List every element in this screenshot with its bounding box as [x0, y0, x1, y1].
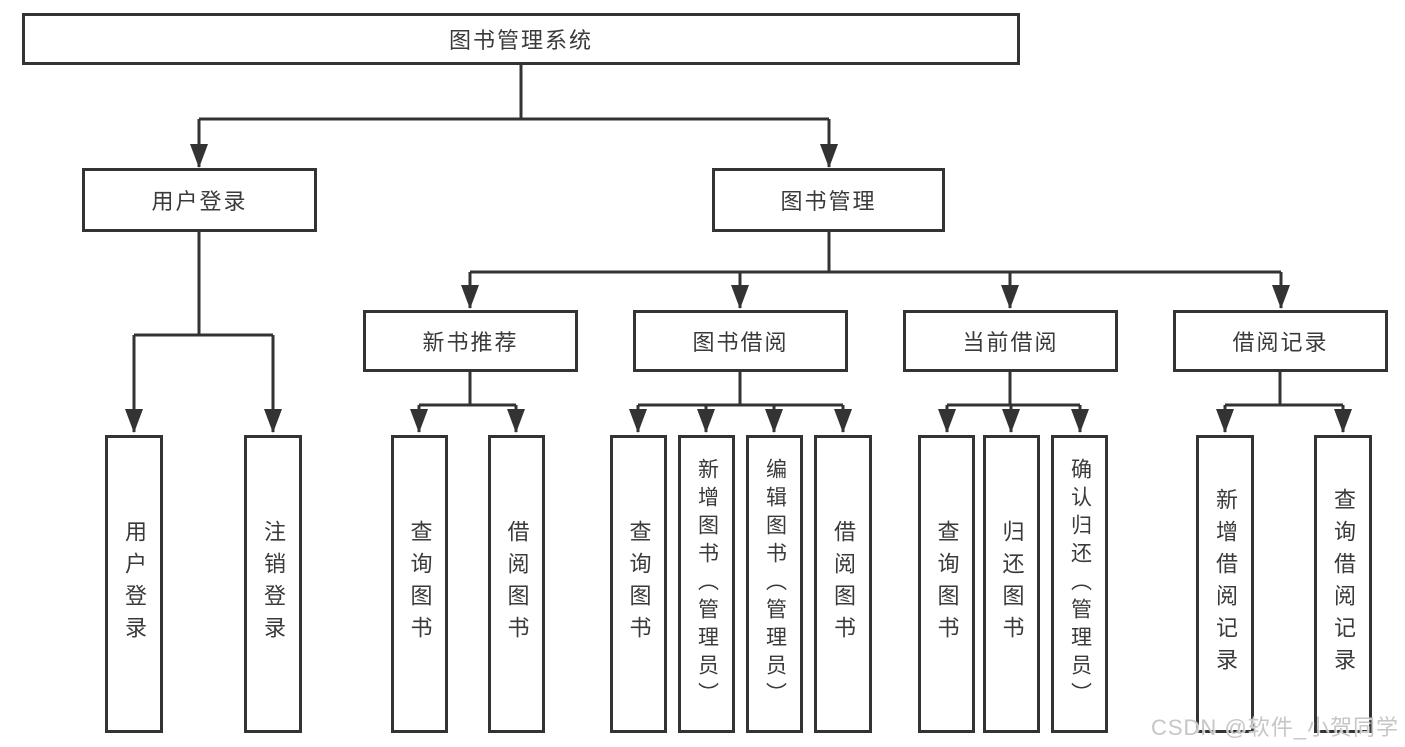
node-book-borrow: 图书借阅 [633, 310, 848, 372]
leaf-query-borrow-record: 查询借阅记录 [1314, 435, 1372, 733]
leaf-add-books-admin: 新增图书（管理员） [678, 435, 735, 733]
node-user-login: 用户登录 [82, 168, 317, 232]
leaf-borrow-books-recommend: 借阅图书 [488, 435, 545, 733]
leaf-return-books: 归还图书 [983, 435, 1040, 733]
leaf-borrow-books: 借阅图书 [814, 435, 872, 733]
leaf-query-books-current: 查询图书 [918, 435, 975, 733]
node-root-library-system: 图书管理系统 [22, 13, 1020, 65]
leaf-add-borrow-record: 新增借阅记录 [1196, 435, 1254, 733]
watermark-csdn: CSDN @软件_小贺同学 [1150, 715, 1399, 740]
leaf-user-login: 用户登录 [105, 435, 163, 733]
leaf-edit-books-admin: 编辑图书（管理员） [746, 435, 803, 733]
node-current-borrow: 当前借阅 [903, 310, 1118, 372]
connector-arrows [125, 119, 1352, 433]
connector-skeleton [134, 65, 1343, 407]
node-new-book-recommend: 新书推荐 [363, 310, 578, 372]
leaf-query-books-borrow: 查询图书 [610, 435, 667, 733]
node-borrow-records: 借阅记录 [1173, 310, 1388, 372]
leaf-logout: 注销登录 [244, 435, 302, 733]
leaf-confirm-return-admin: 确认归还（管理员） [1051, 435, 1108, 733]
node-book-management: 图书管理 [712, 168, 945, 232]
leaf-query-books-recommend: 查询图书 [391, 435, 448, 733]
